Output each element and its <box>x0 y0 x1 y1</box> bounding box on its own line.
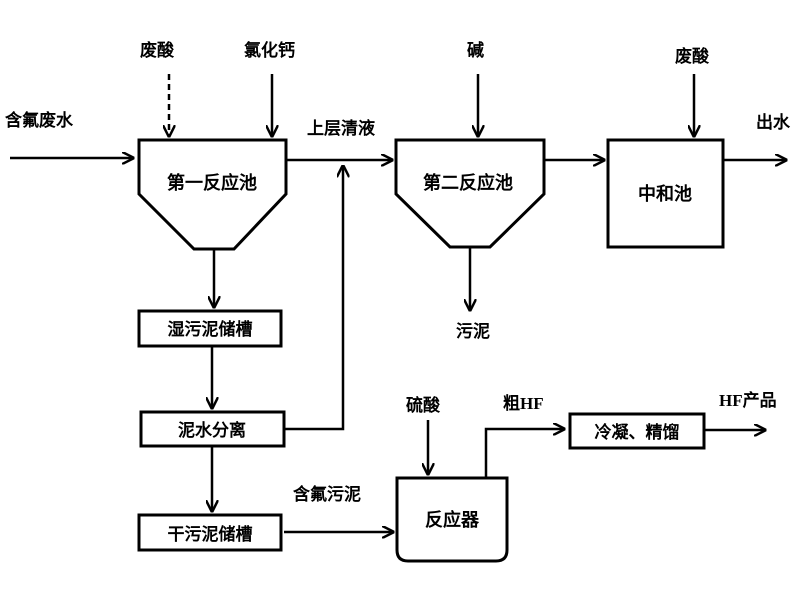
label-reactor-tank-1: 第一反应池 <box>167 172 257 194</box>
label-sulfuric-acid: 硫酸 <box>406 395 441 416</box>
label-reactor-tank-2: 第二反应池 <box>423 172 513 194</box>
label-calcium-chloride: 氯化钙 <box>244 40 295 61</box>
label-fluoride-sludge: 含氟污泥 <box>293 484 361 505</box>
label-sludge: 污泥 <box>456 321 490 342</box>
label-condense-rectify: 冷凝、精馏 <box>595 422 680 443</box>
neutralization-tank-shape <box>606 138 725 249</box>
label-wet-sludge-tank: 湿污泥储槽 <box>168 319 253 340</box>
reactor-tank-2-shape <box>394 138 546 249</box>
arrow-separation-to-supernatant <box>284 166 343 431</box>
label-reactor: 反应器 <box>425 509 480 531</box>
label-supernatant: 上层清液 <box>307 118 375 139</box>
label-alkali: 碱 <box>467 40 484 61</box>
label-dry-sludge-tank: 干污泥储槽 <box>168 524 253 545</box>
label-effluent: 出水 <box>756 112 791 133</box>
label-waste-acid-2: 废酸 <box>675 46 710 67</box>
label-fluoride-wastewater: 含氟废水 <box>5 110 74 131</box>
label-crude-hf: 粗HF <box>503 393 544 413</box>
label-waste-acid-1: 废酸 <box>140 40 175 61</box>
label-hf-product: HF产品 <box>719 390 777 410</box>
dry-sludge-tank-shape <box>137 513 283 552</box>
label-sludge-water-separation: 泥水分离 <box>178 420 246 441</box>
arrow-reactor-to-condense <box>484 429 564 478</box>
reactor-shape <box>395 476 509 563</box>
wet-sludge-tank-shape <box>137 309 283 348</box>
label-neutralization-tank: 中和池 <box>638 183 692 205</box>
reactor-tank-1-shape <box>137 138 288 251</box>
